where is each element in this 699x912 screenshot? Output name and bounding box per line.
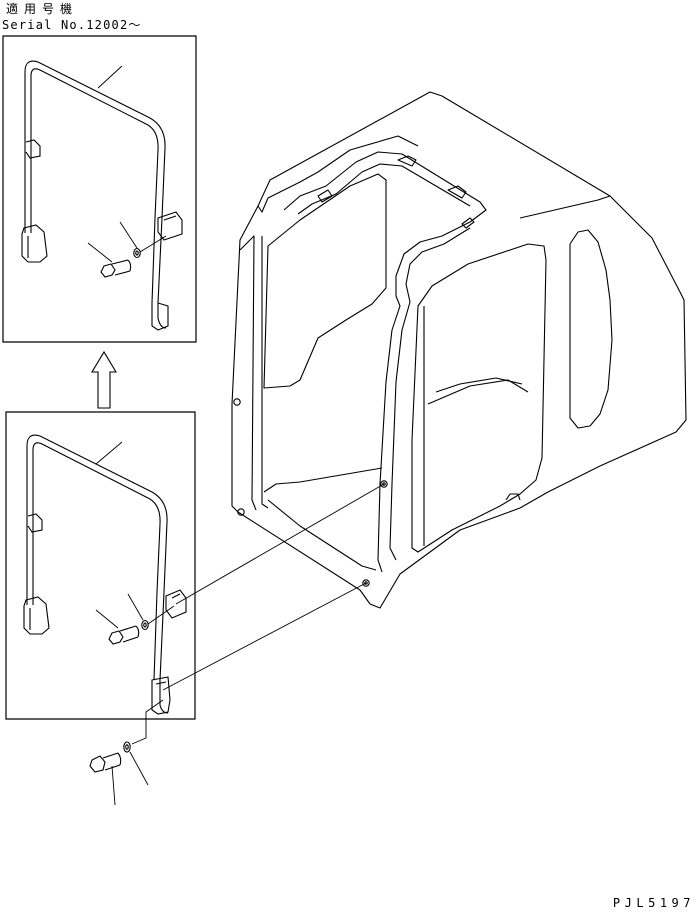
leader-lines-loose: [112, 752, 148, 805]
washer-loose: [124, 742, 130, 752]
bolt-bottom: [109, 626, 139, 644]
detail-box-bottom: [6, 412, 195, 719]
handrail-top: [22, 61, 182, 330]
detail-box-top: [3, 36, 196, 342]
handrail-bottom: [24, 435, 186, 714]
install-line-upper: [176, 484, 384, 604]
upward-arrow: [92, 352, 116, 408]
serial-number-label: Serial No.12002～: [2, 18, 142, 32]
bolt-loose: [90, 753, 121, 772]
operator-cab: [232, 92, 686, 608]
washer-bottom: [142, 621, 148, 630]
applicability-label: 適用号機: [6, 2, 79, 16]
leader-lines-top: [88, 66, 166, 262]
washer-top: [134, 249, 140, 258]
install-line-lower: [163, 583, 366, 690]
bolt-top: [101, 260, 131, 277]
part-code: PJL5197: [612, 896, 695, 910]
install-line-loose: [132, 700, 163, 744]
leader-lines-bottom: [96, 442, 174, 628]
